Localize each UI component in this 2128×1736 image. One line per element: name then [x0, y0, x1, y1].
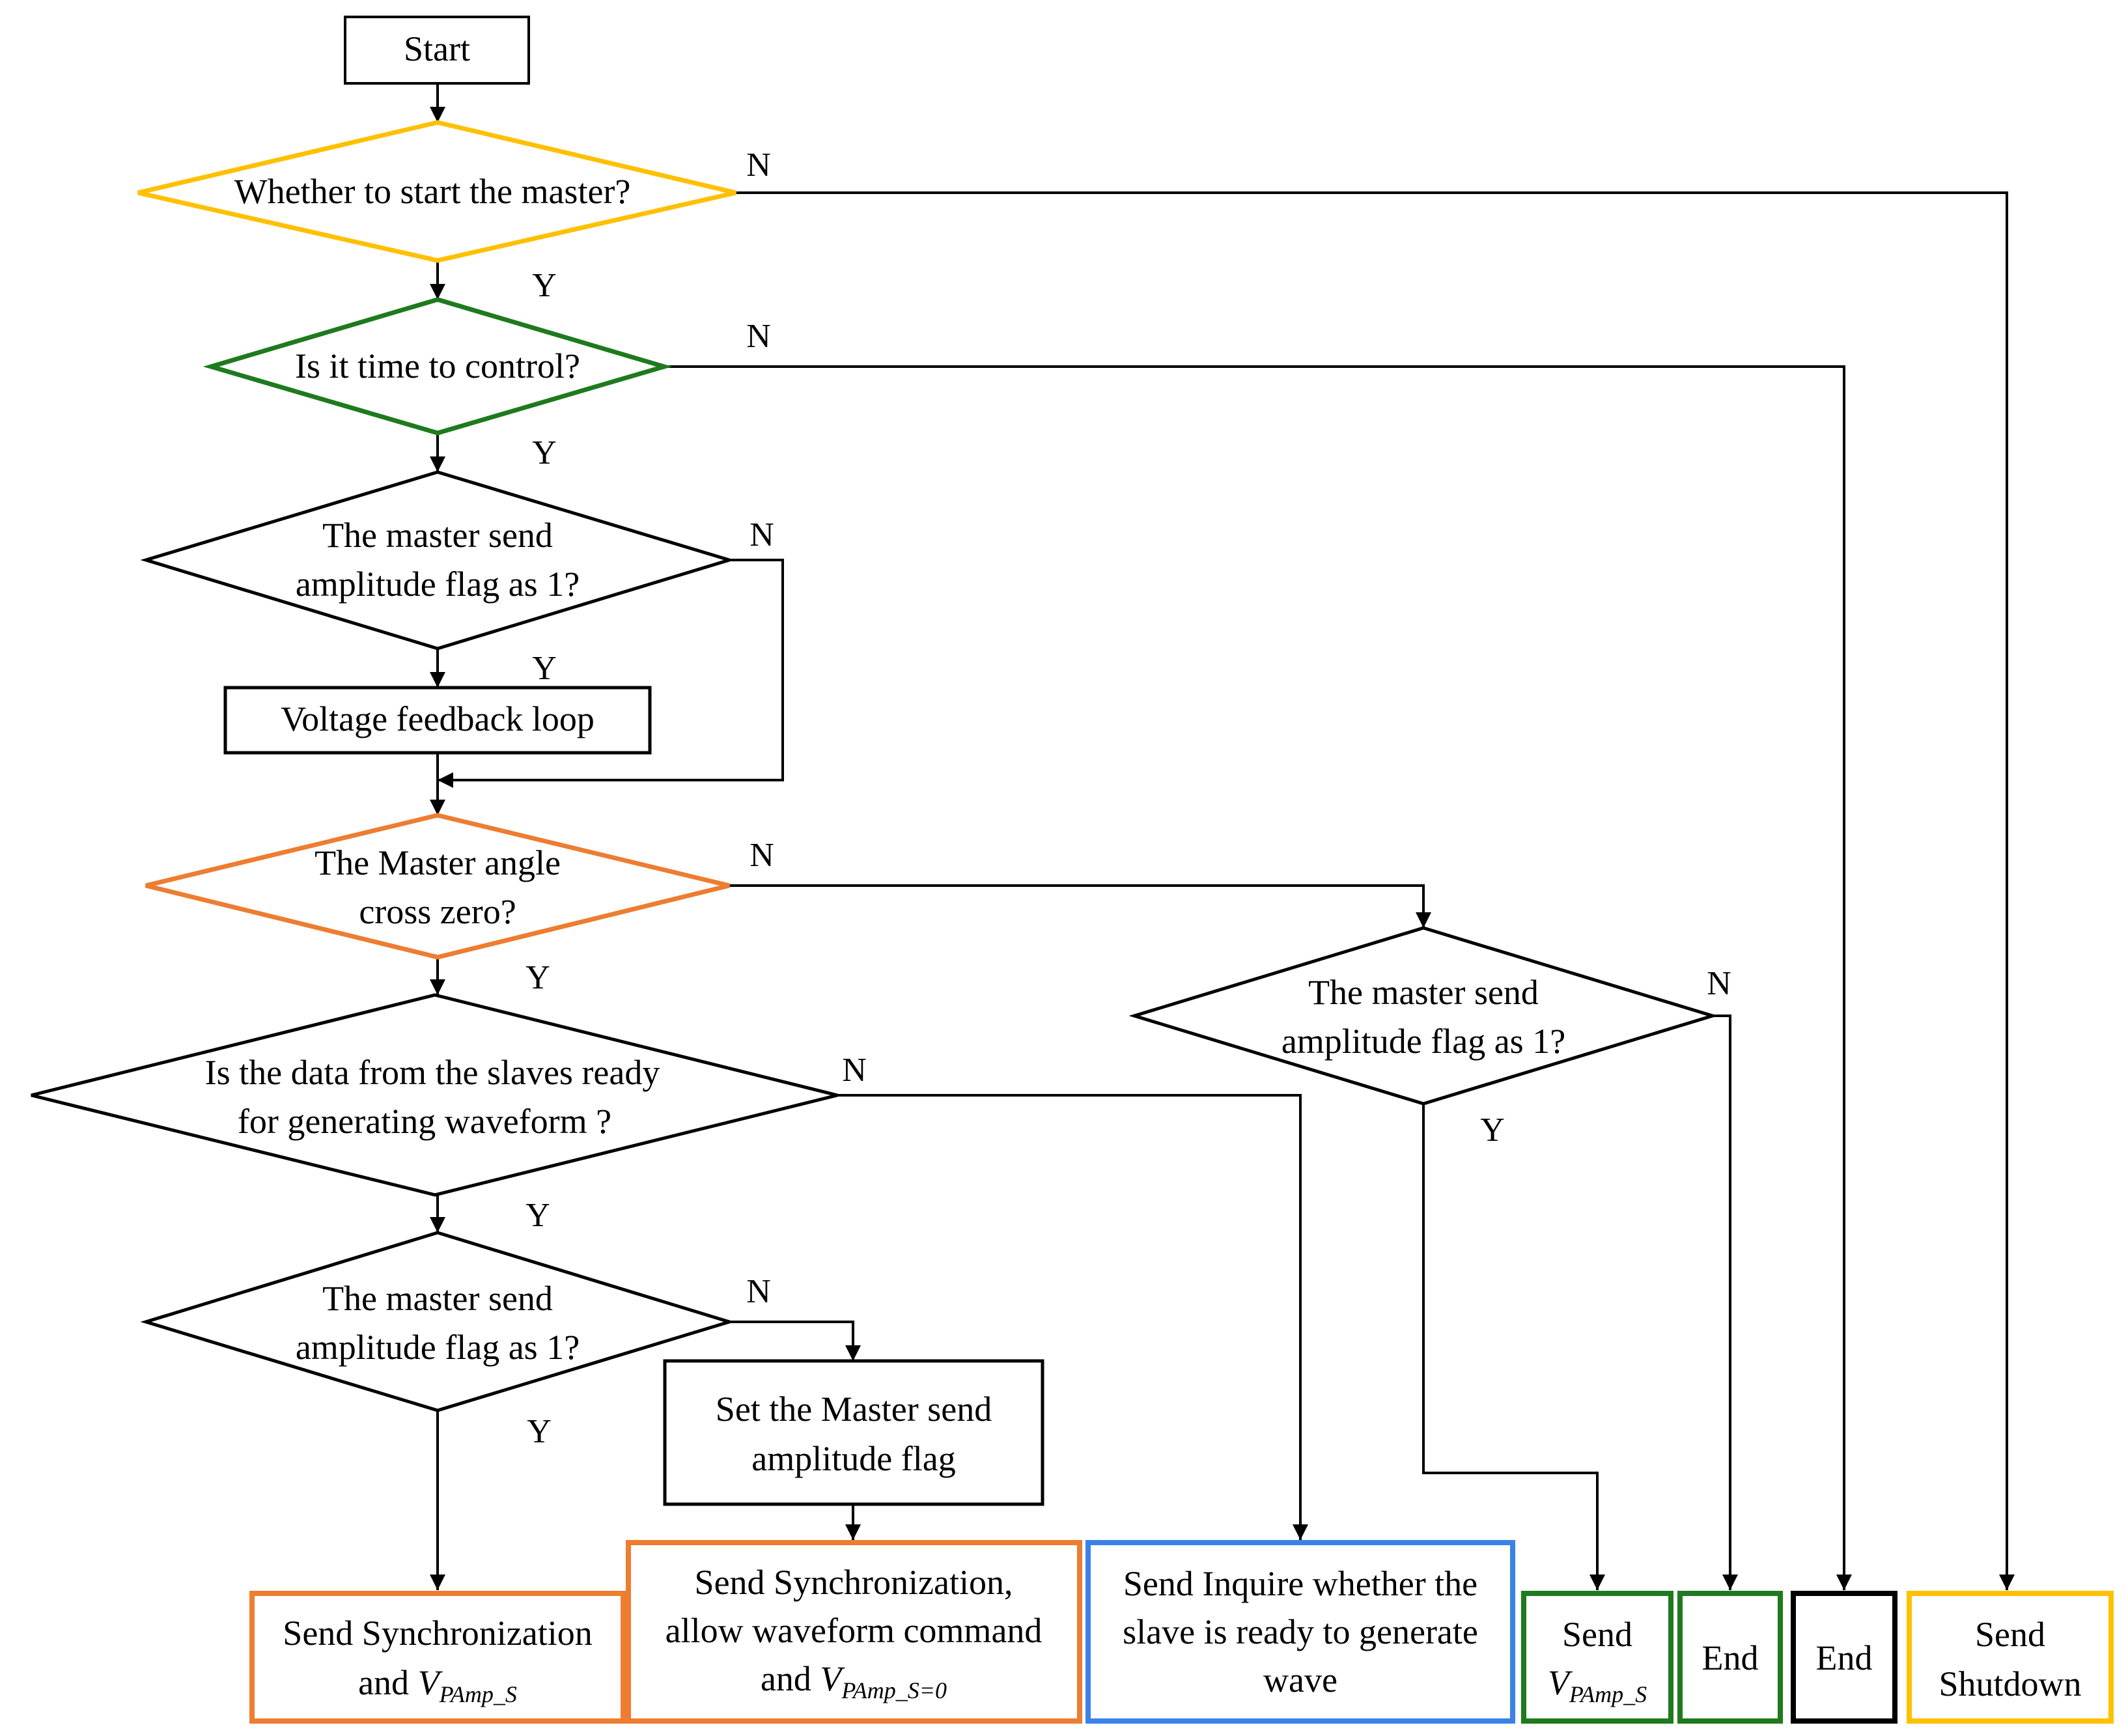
send-v-green-sub: PAmp_S: [1569, 1681, 1647, 1707]
decision-amp-flag-1-no: N: [749, 516, 774, 553]
set-amp-flag-line1: Set the Master send: [716, 1390, 992, 1429]
decision-time-to-control-yes: Y: [532, 434, 557, 471]
send-sync-v-sub: PAmp_S: [439, 1681, 517, 1707]
decision-amp-flag-2: The master send amplitude flag as 1? N Y: [1128, 926, 1731, 1149]
send-inquire: Send Inquire whether the slave is ready …: [1085, 1540, 1515, 1724]
decision-angle-cross-zero: The Master angle cross zero? N Y: [145, 813, 774, 996]
decision-amp-flag-3-line2: amplitude flag as 1?: [296, 1328, 580, 1367]
send-sync-v: Send Synchronization and VPAmp_S: [249, 1591, 626, 1724]
end-green: End: [1677, 1591, 1783, 1724]
decision-angle-cross-zero-line1: The Master angle: [315, 843, 561, 882]
end-black-label: End: [1816, 1638, 1873, 1677]
send-inquire-line3: wave: [1263, 1660, 1337, 1700]
start-node: Start: [344, 16, 530, 85]
decision-slaves-ready: Is the data from the slaves ready for ge…: [31, 993, 867, 1234]
voltage-feedback-loop: Voltage feedback loop: [223, 686, 652, 755]
decision-slaves-ready-line2: for generating waveform ?: [238, 1102, 611, 1141]
decision-amp-flag-2-line2: amplitude flag as 1?: [1281, 1022, 1565, 1061]
decision-slaves-ready-no: N: [842, 1052, 867, 1089]
send-sync-allow-line2: allow waveform command: [665, 1611, 1043, 1650]
arrow-d5-no-end: [1713, 1015, 1738, 1590]
decision-time-to-control-label: Is it time to control?: [295, 346, 580, 385]
send-v-green: Send VPAmp_S: [1521, 1591, 1673, 1724]
send-inquire-line2: slave is ready to generate: [1123, 1612, 1478, 1651]
send-v-green-var: V: [1548, 1663, 1573, 1702]
send-shutdown: Send Shutdown: [1907, 1591, 2114, 1724]
end-green-label: End: [1702, 1638, 1759, 1677]
start-label: Start: [404, 29, 470, 68]
decision-start-master-no: N: [746, 147, 771, 184]
send-sync-v-and: and: [358, 1663, 417, 1702]
decision-amp-flag-3: The master send amplitude flag as 1? N Y: [140, 1231, 771, 1450]
decision-amp-flag-1-yes: Y: [532, 650, 557, 687]
arrow-d1-no-shutdown: [736, 191, 2015, 1590]
arrow-d4-no-d5: [729, 884, 1431, 928]
svg-text:and VPAmp_S: and VPAmp_S: [358, 1663, 517, 1707]
decision-angle-cross-zero-line2: cross zero?: [359, 892, 516, 931]
decision-amp-flag-1: The master send amplitude flag as 1? N Y: [140, 470, 774, 687]
decision-time-to-control-no: N: [746, 318, 771, 355]
decision-amp-flag-1-line1: The master send: [322, 516, 553, 555]
decision-start-master-label: Whether to start the master?: [234, 172, 631, 211]
decision-amp-flag-1-line2: amplitude flag as 1?: [296, 565, 580, 604]
send-sync-allow-line1: Send Synchronization,: [695, 1563, 1013, 1602]
send-sync-allow-and: and: [761, 1659, 820, 1698]
decision-amp-flag-2-yes: Y: [1480, 1112, 1505, 1149]
send-sync-allow-waveform: Send Synchronization, allow waveform com…: [626, 1540, 1082, 1724]
send-shutdown-line1: Send: [1975, 1615, 2045, 1654]
arrow-d2-no-end: [664, 365, 1852, 1590]
decision-angle-cross-zero-no: N: [749, 837, 774, 874]
decision-amp-flag-3-line1: The master send: [322, 1279, 553, 1318]
send-inquire-line1: Send Inquire whether the: [1123, 1564, 1477, 1603]
send-shutdown-line2: Shutdown: [1939, 1664, 2081, 1703]
voltage-feedback-loop-label: Voltage feedback loop: [281, 699, 595, 738]
decision-angle-cross-zero-yes: Y: [525, 959, 550, 996]
decision-time-to-control: Is it time to control? N Y: [203, 297, 771, 471]
decision-slaves-ready-line1: Is the data from the slaves ready: [205, 1053, 660, 1092]
end-black: End: [1791, 1591, 1897, 1724]
decision-amp-flag-2-no: N: [1707, 965, 1731, 1002]
send-sync-allow-sub: PAmp_S=0: [841, 1677, 947, 1703]
decision-start-master-yes: Y: [532, 267, 557, 304]
svg-text:VPAmp_S: VPAmp_S: [1548, 1663, 1647, 1707]
send-v-green-line1: Send: [1562, 1615, 1632, 1654]
set-amp-flag: Set the Master send amplitude flag: [663, 1359, 1044, 1506]
send-sync-v-line1: Send Synchronization: [283, 1614, 592, 1653]
connectors: [430, 83, 2015, 1590]
set-amp-flag-line2: amplitude flag: [751, 1439, 955, 1478]
decision-slaves-ready-yes: Y: [525, 1197, 550, 1234]
send-sync-v-var: V: [418, 1663, 443, 1702]
arrow-d7-no-setflag: [729, 1321, 861, 1361]
decision-start-master: Whether to start the master? N Y: [137, 120, 771, 304]
decision-amp-flag-2-line1: The master send: [1308, 973, 1539, 1012]
arrow-d6-no-inquire: [837, 1094, 1308, 1540]
send-sync-allow-var: V: [820, 1659, 845, 1698]
svg-text:and VPAmp_S=0: and VPAmp_S=0: [761, 1659, 947, 1703]
decision-amp-flag-3-yes: Y: [527, 1413, 552, 1450]
decision-amp-flag-3-no: N: [746, 1273, 771, 1310]
arrow-d3-no-merge: [438, 559, 784, 788]
arrow-d5-yes-sendv: [1422, 1104, 1605, 1590]
